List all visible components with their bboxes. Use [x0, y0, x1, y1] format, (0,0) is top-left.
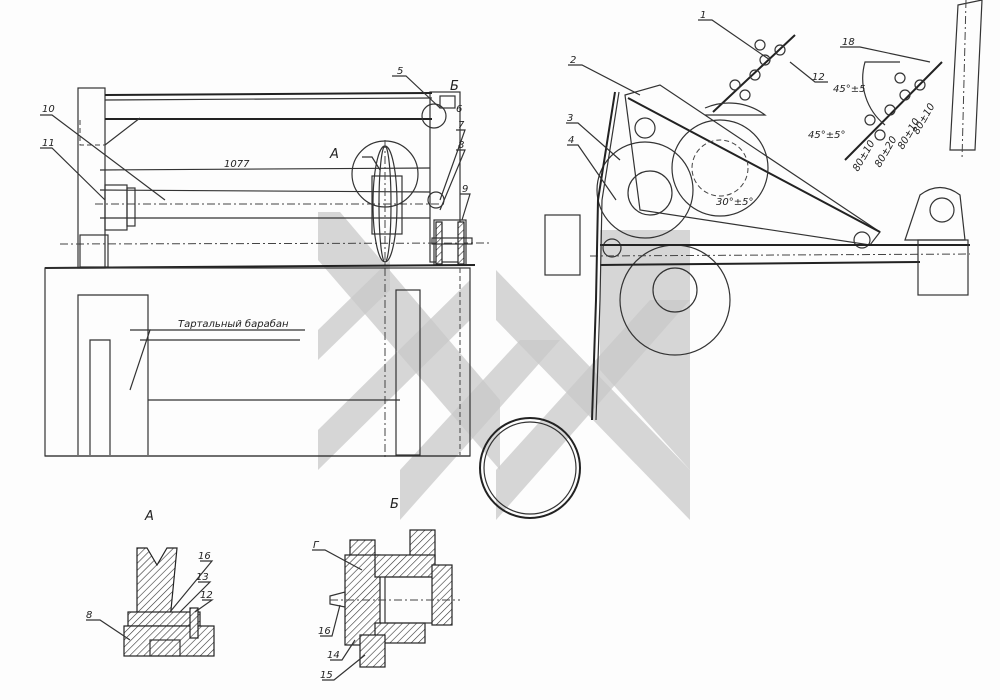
detail-b-pos-16: 16 [318, 626, 331, 637]
detail-b [312, 529, 460, 681]
spacing-label-2: 80±20 [873, 135, 899, 170]
front-view-leaders [40, 75, 471, 391]
detail-b-pos-14: 14 [327, 650, 340, 661]
pos-6: 6 [456, 104, 462, 115]
pos-1: 1 [700, 10, 706, 21]
detail-b-pos-15: 15 [320, 670, 333, 681]
pos-7: 7 [458, 120, 465, 131]
detail-b-pos-g: Г [313, 540, 320, 551]
front-view [44, 87, 491, 460]
pos-18: 18 [842, 37, 855, 48]
spacing-label-1: 80±10 [851, 139, 877, 174]
pos-2: 2 [570, 55, 576, 66]
angle-label-2: 45°±5° [808, 130, 845, 141]
detail-a-pos-12: 12 [200, 590, 213, 601]
callout-a: А [329, 147, 339, 162]
detail-a-pos-8: 8 [86, 610, 92, 621]
callout-b: Б [450, 79, 459, 94]
detail-a-pos-16: 16 [198, 551, 211, 562]
detail-b-title: Б [390, 497, 399, 512]
detail-a-pos-13: 13 [196, 572, 209, 583]
pos-9: 9 [462, 184, 468, 195]
angle-label-1: 45°±5 [833, 84, 865, 95]
pos-11: 11 [42, 138, 55, 149]
detail-a-title: А [144, 509, 154, 524]
watermark-logo [318, 212, 690, 520]
pos-3: 3 [567, 113, 573, 124]
dimension-label: 1077 [224, 159, 250, 170]
pos-12: 12 [812, 72, 825, 83]
pos-10: 10 [42, 104, 55, 115]
drum-label: Тартальный барабан [178, 318, 289, 330]
detail-a [86, 547, 215, 657]
pos-5: 5 [397, 66, 403, 77]
pos-4: 4 [568, 135, 574, 146]
pos-8: 8 [458, 140, 464, 151]
angle-label-3: 30°±5° [716, 197, 753, 208]
side-view [479, 0, 983, 519]
